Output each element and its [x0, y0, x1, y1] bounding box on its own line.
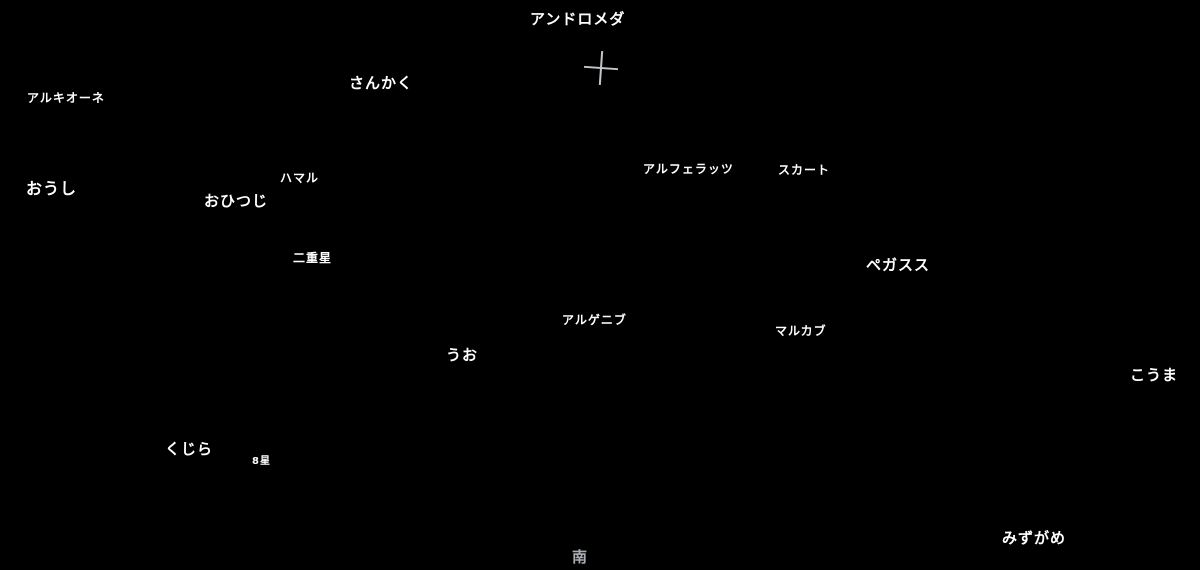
star-label-alcyone: アルキオーネ	[27, 91, 105, 105]
constellation-label-pisces: うお	[446, 346, 479, 364]
constellation-label-cetus: くじら	[165, 440, 214, 458]
constellation-label-taurus: おうし	[26, 179, 78, 198]
star-label-markab: マルカブ	[775, 324, 827, 338]
constellation-label-pegasus: ペガスス	[866, 256, 931, 274]
constellation-label-aries: おひつじ	[204, 192, 269, 210]
zenith-cross-marker	[583, 50, 619, 86]
constellation-label-aquarius: みずがめ	[1002, 529, 1067, 547]
star-label-alpheratz: アルフェラッツ	[643, 162, 734, 176]
star-label-hamal: ハマル	[280, 171, 320, 185]
direction-label-south: 南	[572, 548, 589, 566]
star-label-scheat: スカート	[778, 163, 831, 177]
star-label-algenib: アルゲニブ	[562, 313, 627, 327]
constellation-label-triangulum: さんかく	[349, 74, 414, 92]
constellation-label-equuleus: こうま	[1130, 366, 1179, 384]
star-label-8: 8星	[252, 456, 271, 467]
star-label-double-star: 二重星	[293, 251, 333, 265]
constellation-label-andromeda: アンドロメダ	[530, 10, 626, 28]
